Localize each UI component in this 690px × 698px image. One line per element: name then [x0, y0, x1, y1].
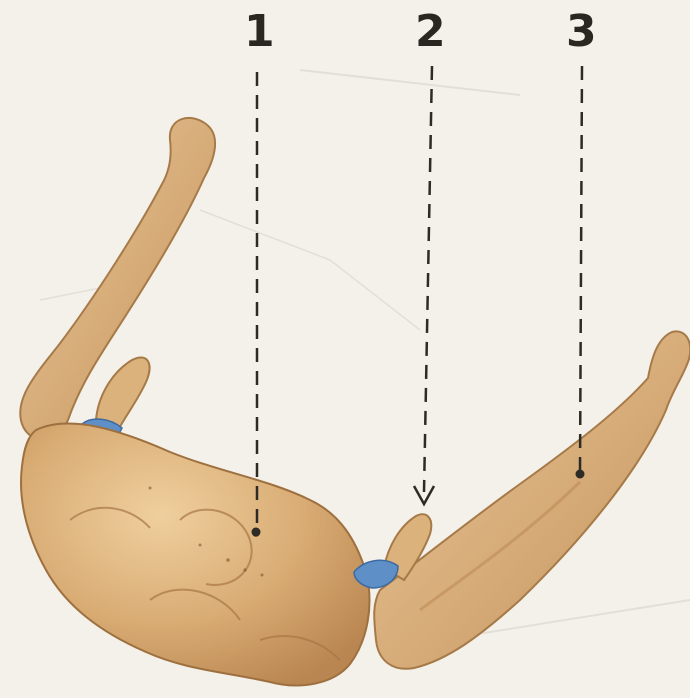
callout-1: 1: [244, 10, 275, 54]
leader-lines: [257, 66, 582, 526]
leader-dot-3: [576, 470, 585, 479]
callout-2: 2: [415, 10, 446, 54]
leader-dot-1: [252, 528, 261, 537]
callout-3: 3: [566, 10, 597, 54]
leader-line-2: [424, 66, 432, 492]
leader-line-3: [580, 66, 582, 470]
hyoid-body: [21, 424, 369, 686]
